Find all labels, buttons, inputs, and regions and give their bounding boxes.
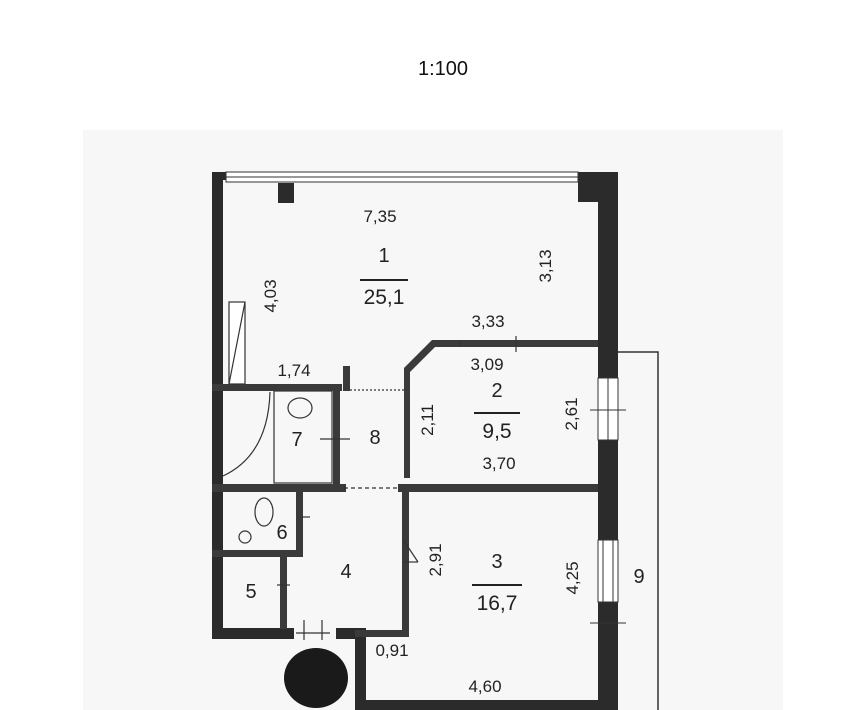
dim-room3-right: 4,25 <box>563 561 582 594</box>
dim-room2-top: 3,09 <box>470 355 503 374</box>
room-5-number: 5 <box>245 581 256 603</box>
dim-room2-right: 2,61 <box>562 397 581 430</box>
room-3: 3 16,7 <box>472 551 522 615</box>
window-right-1 <box>590 377 626 441</box>
room-1: 1 25,1 <box>360 245 408 309</box>
dim-room1-left-height: 4,03 <box>261 279 280 312</box>
room-7-number: 7 <box>291 429 302 451</box>
window-right-2 <box>590 539 626 624</box>
dim-room1-bottom-right: 3,33 <box>471 312 504 331</box>
room-2-number: 2 <box>491 380 502 402</box>
dim-room1-width: 7,35 <box>363 207 396 226</box>
room-8-number: 8 <box>369 427 380 449</box>
dim-room2-bottom: 3,70 <box>482 454 515 473</box>
room-3-number: 3 <box>491 551 502 573</box>
window-top <box>225 171 579 183</box>
room-2-area: 9,5 <box>482 420 511 443</box>
room-9-number: 9 <box>633 566 644 588</box>
dim-room2-left: 2,11 <box>418 404 437 436</box>
room-4-number: 4 <box>340 561 351 583</box>
room-1-number: 1 <box>378 245 389 267</box>
dim-room1-bottom-left: 1,74 <box>277 361 310 380</box>
room-1-area: 25,1 <box>364 286 405 309</box>
dim-room1-right-height: 3,13 <box>536 249 555 282</box>
room-3-area: 16,7 <box>477 592 518 615</box>
interior-walls <box>212 340 598 637</box>
dim-room3-bottom: 4,60 <box>468 677 501 696</box>
dim-room3-left: 2,91 <box>426 543 445 576</box>
fixtures <box>222 301 517 640</box>
room-2: 2 9,5 <box>474 380 520 443</box>
scan-background <box>83 130 783 710</box>
scale-label: 1:100 <box>418 58 468 80</box>
column-left <box>278 183 294 203</box>
dim-room3-offset: 0,91 <box>375 641 408 660</box>
balcony-outline <box>618 351 659 710</box>
room-6-number: 6 <box>276 522 287 544</box>
dark-mark <box>284 648 348 708</box>
